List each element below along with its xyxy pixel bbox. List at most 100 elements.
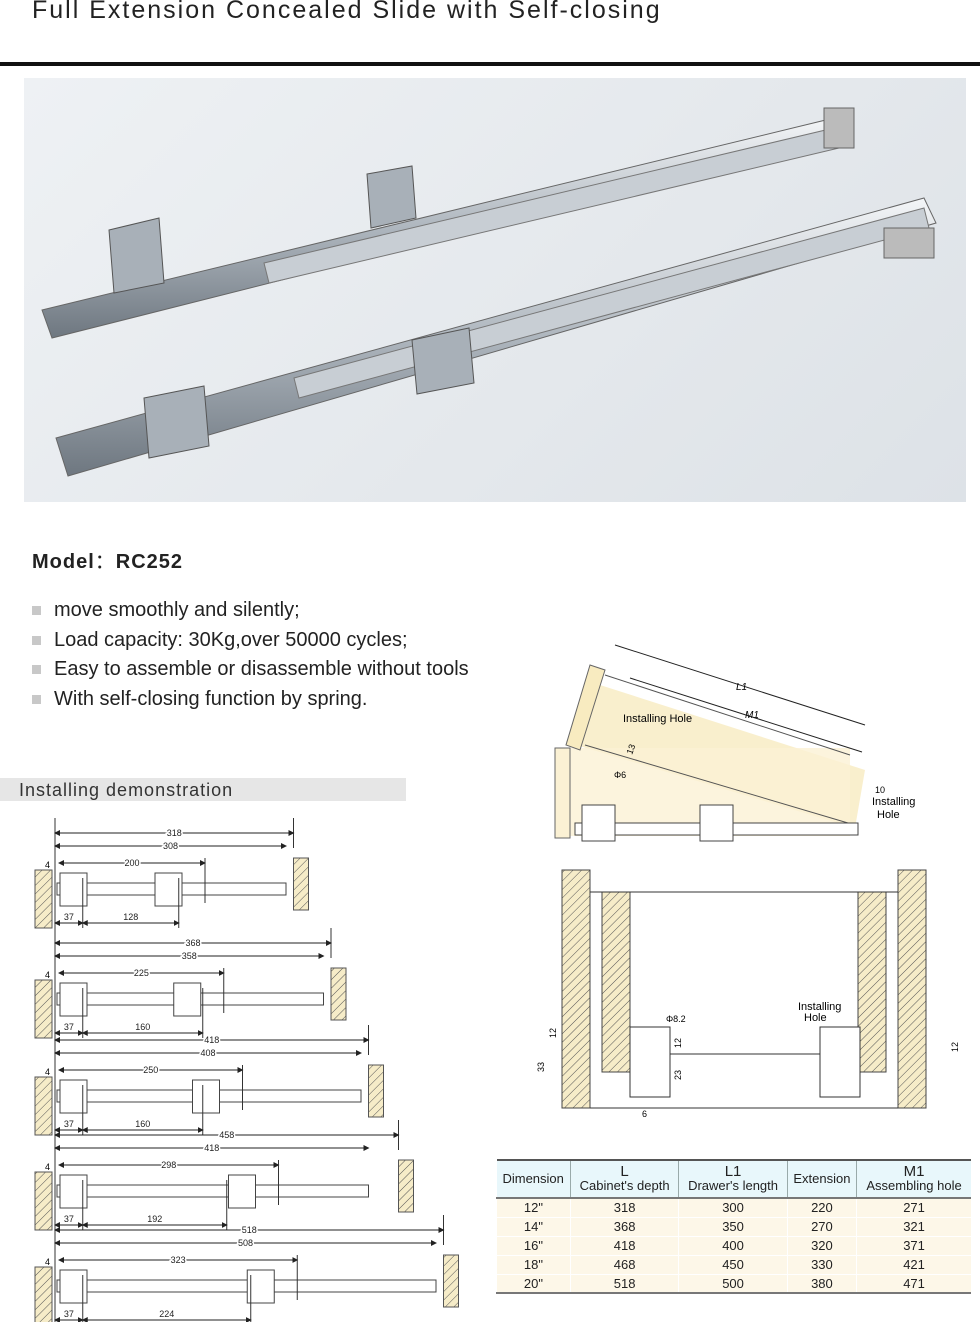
bullet-square-icon — [32, 665, 41, 675]
label-m1: M1 — [745, 710, 759, 721]
header-symbol: L — [620, 1163, 629, 1180]
table-cell: 14" — [496, 1217, 571, 1237]
column-header: Dimension — [496, 1159, 571, 1199]
dimension-label-m: 200 — [124, 858, 139, 868]
dim-line-m1 — [629, 677, 863, 753]
drawer-top-edge — [604, 674, 851, 756]
feature-item: Easy to assemble or disassemble without … — [32, 655, 469, 685]
model-separator: ： — [94, 551, 116, 573]
model-label: Model — [32, 551, 95, 573]
label-12a: 12 — [548, 1028, 558, 1038]
table-cell: 12" — [496, 1198, 571, 1218]
bracket — [581, 804, 616, 842]
feature-item: With self-closing function by spring. — [32, 685, 469, 715]
cabinet-wall-right — [897, 869, 927, 1109]
label-hole-b: Hole — [804, 1012, 827, 1024]
bracket-rear — [192, 1079, 220, 1114]
title-divider — [0, 62, 980, 66]
dimension-label-m: 225 — [134, 968, 149, 978]
slide-left — [629, 1026, 671, 1098]
dimension-label-l_minus: 308 — [163, 841, 178, 851]
label-12b: 12 — [673, 1038, 683, 1048]
label-installing-hole-2b: Hole — [877, 809, 900, 821]
dimension-label-n: 128 — [123, 912, 138, 922]
table-cell: 20" — [496, 1274, 571, 1294]
drawer-side-diagram: L1 M1 Installing Hole 13 Φ6 10 Installin… — [554, 644, 915, 842]
slide-rail — [56, 1279, 437, 1293]
table-cell: 380 — [786, 1274, 857, 1294]
drawer-front — [565, 664, 606, 751]
gap-label: 4 — [45, 970, 50, 980]
table-cell: 500 — [678, 1274, 788, 1294]
table-cell: 518 — [569, 1274, 679, 1294]
feature-text: Easy to assemble or disassemble without … — [54, 658, 469, 681]
dimension-label-m: 250 — [143, 1065, 158, 1075]
gap-label: 4 — [45, 1162, 50, 1172]
cabinet-wall-left — [34, 869, 53, 929]
label-10: 10 — [875, 785, 885, 795]
slide-right — [819, 1026, 861, 1098]
slide-lower — [55, 197, 937, 477]
dimension-label-m: 323 — [171, 1255, 186, 1265]
table-cell: 450 — [678, 1255, 788, 1275]
bracket-rear — [228, 1174, 256, 1209]
product-photo — [24, 78, 966, 502]
model-line: Model：RC252 — [32, 545, 183, 574]
table-cell: 371 — [856, 1236, 971, 1256]
cabinet-wall-right — [443, 1254, 459, 1308]
section-heading-installing: Installing demonstration — [0, 778, 406, 801]
table-cell: 468 — [569, 1255, 679, 1275]
header-symbol: L1 — [724, 1163, 742, 1180]
header-label: Extension — [793, 1171, 851, 1186]
cross-section-diagram: Installing Hole Φ8.2 12 33 12 23 6 12 — [536, 869, 960, 1119]
label-23: 23 — [673, 1070, 683, 1080]
dimension-label-l: 458 — [219, 1130, 234, 1140]
table-cell: 271 — [856, 1198, 971, 1218]
table-cell: 318 — [569, 1198, 679, 1218]
dimension-label-offset: 37 — [64, 1214, 74, 1224]
cabinet-wall-right — [368, 1064, 384, 1118]
label-l1: L1 — [736, 682, 747, 693]
table-cell: 321 — [856, 1217, 971, 1237]
dimension-label-offset: 37 — [64, 1022, 74, 1032]
dimension-label-n: 160 — [135, 1022, 150, 1032]
dimension-label-offset: 37 — [64, 1119, 74, 1129]
header-label: Assembling hole — [866, 1178, 962, 1193]
slide-upper — [41, 107, 855, 339]
bracket-rear — [173, 982, 202, 1017]
table-cell: 421 — [856, 1255, 971, 1275]
table-cell: 18" — [496, 1255, 571, 1275]
table-cell: 418 — [569, 1236, 679, 1256]
table-cell: 330 — [786, 1255, 857, 1275]
table-cell: 471 — [856, 1274, 971, 1294]
feature-text: move smoothly and silently; — [54, 599, 300, 622]
dimension-label-l_minus: 358 — [182, 951, 197, 961]
feature-item: move smoothly and silently; — [32, 596, 469, 626]
feature-item: Load capacity: 30Kg,over 50000 cycles; — [32, 626, 469, 656]
drawer-bottom-edge — [584, 744, 849, 824]
gap-label: 4 — [45, 860, 50, 870]
label-dia6: Φ6 — [614, 770, 626, 780]
bullet-square-icon — [32, 606, 41, 616]
label-12c: 12 — [950, 1042, 960, 1052]
cabinet-wall-left — [34, 1266, 53, 1322]
feature-text: Load capacity: 30Kg,over 50000 cycles; — [54, 628, 408, 651]
bullet-square-icon — [32, 694, 41, 704]
dimension-label-n: 160 — [135, 1119, 150, 1129]
model-value: RC252 — [115, 551, 184, 573]
page-title: Full Extension Concealed Slide with Self… — [32, 0, 662, 24]
table-cell: 320 — [786, 1236, 857, 1256]
column-header: Extension — [786, 1159, 857, 1199]
